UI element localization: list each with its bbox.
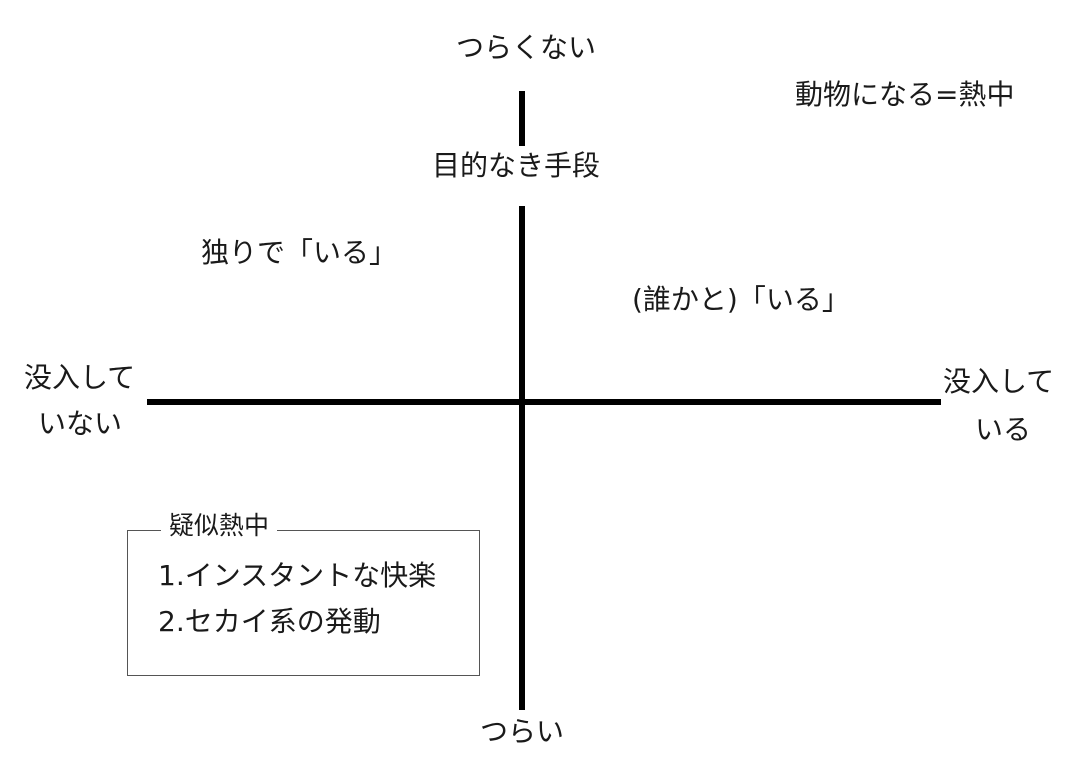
axis-bottom-label: つらい <box>480 715 565 748</box>
horizontal-axis <box>147 399 941 405</box>
upper-center-label: 目的なき手段 <box>432 149 601 182</box>
axis-top-label: つらくない <box>456 31 597 64</box>
axis-right-label-line1: 没入して <box>943 365 1055 398</box>
pseudo-immersion-item: 2.セカイ系の発動 <box>158 605 381 638</box>
axis-right-label-line2: いる <box>975 413 1032 446</box>
axis-left-label-line1: 没入して <box>24 361 136 394</box>
vertical-axis <box>519 206 525 710</box>
corner-note: 動物になる=熱中 <box>795 78 1015 111</box>
pseudo-immersion-item: 1.インスタントな快楽 <box>158 559 437 592</box>
upper-left-quadrant-label: 独りで「いる」 <box>201 236 398 269</box>
upper-right-quadrant-label: (誰かと)「いる」 <box>632 283 850 316</box>
axis-left-label-line2: いない <box>38 407 123 440</box>
pseudo-immersion-box <box>127 530 480 676</box>
vertical-axis-top-segment <box>519 91 525 146</box>
pseudo-immersion-title: 疑似熱中 <box>161 511 278 541</box>
